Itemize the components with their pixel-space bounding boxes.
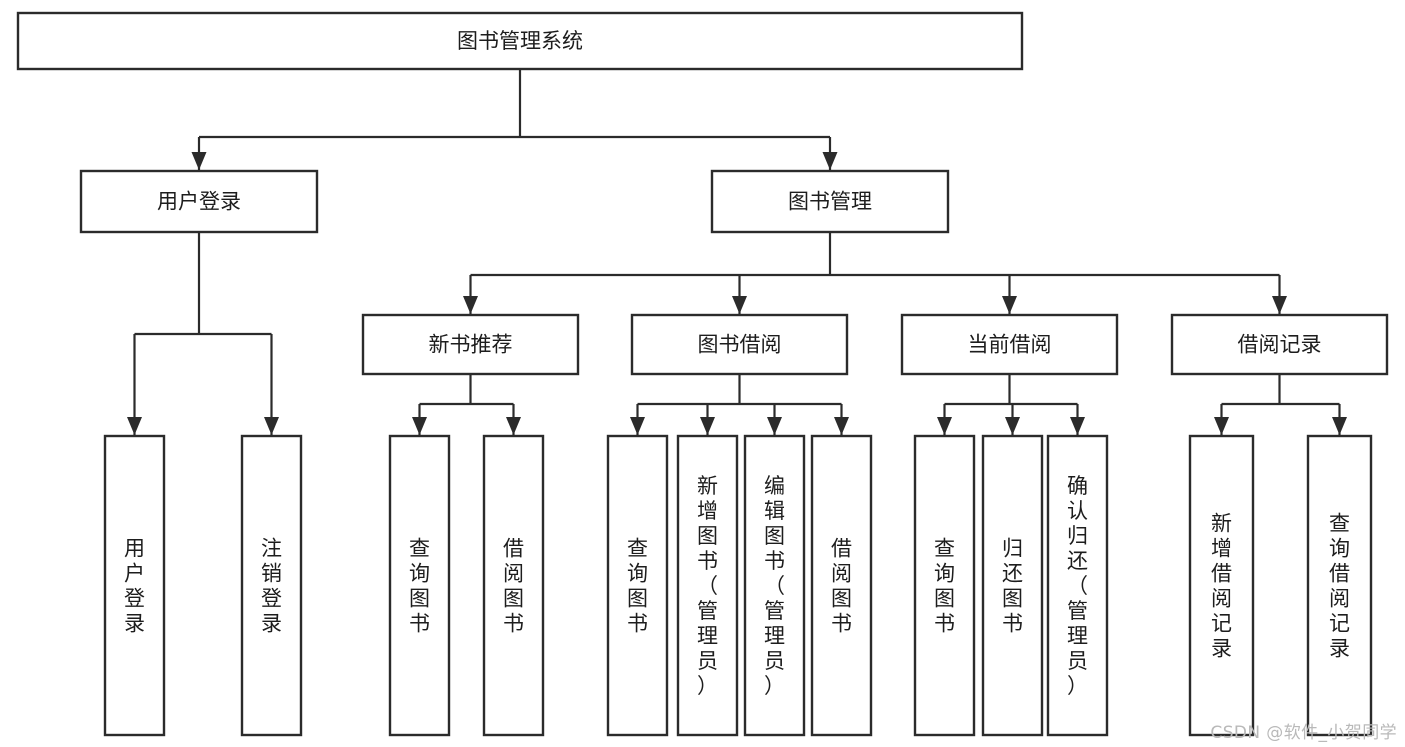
- arrowhead-icon: [412, 417, 427, 435]
- node-box-leaf-query-book-borrow: [606, 434, 669, 737]
- csdn-watermark: CSDN @软件_小贺同学: [1210, 723, 1397, 743]
- arrowhead-icon: [700, 417, 715, 435]
- node-label-leaf-borrow-book-recommend: 借阅图书: [503, 537, 524, 636]
- node-leaf-user-login[interactable]: 用户登录: [103, 434, 166, 737]
- node-label-book-borrow: 图书借阅: [698, 333, 782, 357]
- node-label-leaf-query-book-current: 查询图书: [934, 537, 955, 636]
- arrowhead-icon: [822, 152, 838, 170]
- node-leaf-borrow-book[interactable]: 借阅图书: [810, 434, 873, 737]
- arrowhead-icon: [1002, 296, 1017, 314]
- node-box-current-borrow: [900, 313, 1119, 376]
- node-current-borrow[interactable]: 当前借阅: [900, 313, 1119, 376]
- arrowhead-icon: [767, 417, 782, 435]
- node-label-user-login: 用户登录: [157, 190, 241, 214]
- node-label-leaf-confirm-return-admin: 确认归还（管理员）: [1067, 474, 1088, 698]
- node-new-book-recommend[interactable]: 新书推荐: [361, 313, 580, 376]
- node-book-borrow[interactable]: 图书借阅: [630, 313, 849, 376]
- arrowhead-icon: [937, 417, 952, 435]
- node-label-leaf-user-login: 用户登录: [124, 537, 145, 636]
- node-label-leaf-query-book-borrow: 查询图书: [627, 537, 648, 636]
- node-label-leaf-return-book: 归还图书: [1002, 537, 1023, 636]
- node-root[interactable]: 图书管理系统: [16, 11, 1024, 71]
- node-box-leaf-query-book-recommend: [388, 434, 451, 737]
- node-box-borrow-record: [1170, 313, 1389, 376]
- node-box-root: [16, 11, 1024, 71]
- node-label-book-management: 图书管理: [788, 190, 872, 214]
- node-label-leaf-query-book-recommend: 查询图书: [409, 537, 430, 636]
- node-leaf-return-book[interactable]: 归还图书: [981, 434, 1044, 737]
- node-label-leaf-query-borrow-record: 查询借阅记录: [1329, 512, 1350, 661]
- arrowhead-icon: [463, 296, 478, 314]
- node-label-root: 图书管理系统: [457, 29, 583, 53]
- node-leaf-add-borrow-record[interactable]: 新增借阅记录: [1188, 434, 1255, 737]
- node-borrow-record[interactable]: 借阅记录: [1170, 313, 1389, 376]
- node-label-leaf-edit-book-admin: 编辑图书（管理员）: [764, 474, 785, 698]
- node-box-book-borrow: [630, 313, 849, 376]
- node-user-login[interactable]: 用户登录: [79, 169, 319, 234]
- node-box-book-management: [710, 169, 950, 234]
- node-leaf-edit-book-admin[interactable]: 编辑图书（管理员）: [743, 434, 806, 737]
- node-box-leaf-query-borrow-record: [1306, 434, 1373, 737]
- node-label-new-book-recommend: 新书推荐: [429, 333, 513, 357]
- node-label-leaf-add-book-admin: 新增图书（管理员）: [697, 474, 718, 698]
- arrowhead-icon: [1005, 417, 1020, 435]
- node-label-leaf-logout: 注销登录: [261, 537, 282, 636]
- node-leaf-query-book-current[interactable]: 查询图书: [913, 434, 976, 737]
- arrowhead-icon: [191, 152, 207, 170]
- arrowhead-icon: [506, 417, 521, 435]
- arrowhead-icon: [264, 417, 279, 435]
- node-box-leaf-logout: [240, 434, 303, 737]
- node-box-leaf-add-borrow-record: [1188, 434, 1255, 737]
- node-leaf-query-borrow-record[interactable]: 查询借阅记录: [1306, 434, 1373, 737]
- arrowhead-icon: [732, 296, 747, 314]
- node-leaf-confirm-return-admin[interactable]: 确认归还（管理员）: [1046, 434, 1109, 737]
- arrowhead-icon: [1272, 296, 1287, 314]
- node-leaf-borrow-book-recommend[interactable]: 借阅图书: [482, 434, 545, 737]
- arrowhead-icon: [1332, 417, 1347, 435]
- arrowhead-icon: [1214, 417, 1229, 435]
- node-box-leaf-confirm-return-admin: [1046, 434, 1109, 737]
- node-box-leaf-edit-book-admin: [743, 434, 806, 737]
- arrowhead-icon: [1070, 417, 1085, 435]
- connector-layer: [127, 69, 1347, 435]
- arrowhead-icon: [127, 417, 142, 435]
- node-box-leaf-query-book-current: [913, 434, 976, 737]
- node-layer: 图书管理系统用户登录图书管理新书推荐图书借阅当前借阅借阅记录用户登录注销登录查询…: [16, 11, 1389, 737]
- node-book-management[interactable]: 图书管理: [710, 169, 950, 234]
- node-label-borrow-record: 借阅记录: [1238, 333, 1322, 357]
- arrowhead-icon: [834, 417, 849, 435]
- node-box-leaf-add-book-admin: [676, 434, 739, 737]
- node-label-leaf-add-borrow-record: 新增借阅记录: [1211, 512, 1232, 661]
- node-box-new-book-recommend: [361, 313, 580, 376]
- arrowhead-icon: [630, 417, 645, 435]
- node-box-leaf-user-login: [103, 434, 166, 737]
- node-box-user-login: [79, 169, 319, 234]
- node-label-current-borrow: 当前借阅: [968, 333, 1052, 357]
- node-box-leaf-borrow-book: [810, 434, 873, 737]
- node-leaf-query-book-borrow[interactable]: 查询图书: [606, 434, 669, 737]
- node-box-leaf-return-book: [981, 434, 1044, 737]
- node-leaf-query-book-recommend[interactable]: 查询图书: [388, 434, 451, 737]
- node-box-leaf-borrow-book-recommend: [482, 434, 545, 737]
- node-leaf-add-book-admin[interactable]: 新增图书（管理员）: [676, 434, 739, 737]
- node-label-leaf-borrow-book: 借阅图书: [831, 537, 852, 636]
- node-leaf-logout[interactable]: 注销登录: [240, 434, 303, 737]
